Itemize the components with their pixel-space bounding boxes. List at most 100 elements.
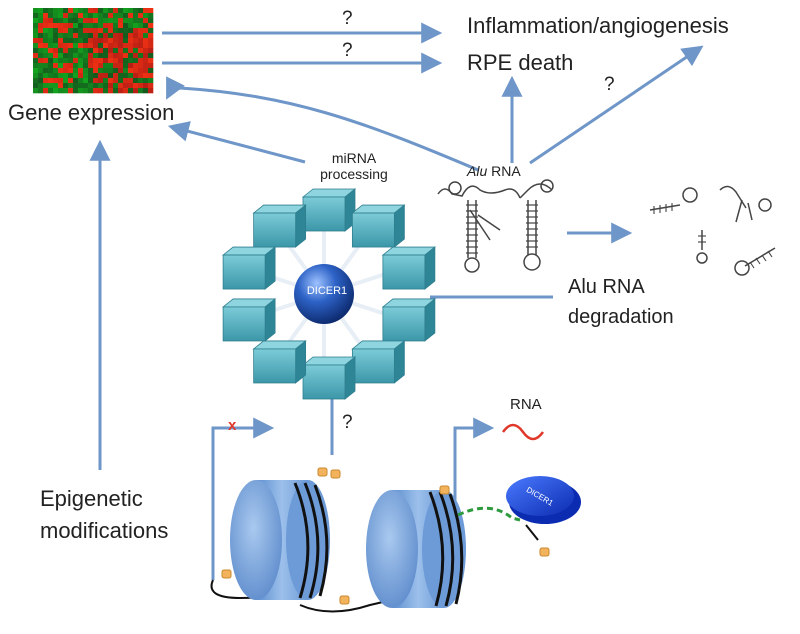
heatmap-cell — [58, 13, 64, 19]
heatmap-cell — [58, 8, 64, 14]
heatmap-cell — [98, 53, 104, 59]
heatmap-cell — [98, 73, 104, 79]
alu-fragments — [649, 185, 776, 276]
heatmap-cell — [143, 63, 149, 69]
heatmap-cell — [103, 63, 109, 69]
heatmap-cell — [148, 33, 154, 39]
heatmap-cell — [148, 13, 154, 19]
heatmap-cell — [58, 63, 64, 69]
heatmap-cell — [123, 58, 129, 64]
heatmap-cell — [138, 28, 144, 34]
heatmap-cell — [78, 18, 84, 24]
heatmap-cell — [83, 28, 89, 34]
heatmap-cell — [148, 63, 154, 69]
heatmap-cell — [68, 73, 74, 79]
heatmap-cell — [88, 13, 94, 19]
heatmap-cell — [113, 8, 119, 14]
alu-rna-rungs — [466, 204, 538, 254]
heatmap-cell — [108, 68, 114, 74]
heatmap-cell — [43, 53, 49, 59]
heatmap-cell — [108, 53, 114, 59]
heatmap-cell — [63, 43, 69, 49]
heatmap-cell — [118, 13, 124, 19]
mirna-line2: processing — [320, 166, 388, 182]
heatmap-cell — [123, 43, 129, 49]
heatmap-cell — [143, 38, 149, 44]
heatmap-cell — [73, 78, 79, 84]
heatmap-cell — [38, 38, 44, 44]
heatmap-cell — [73, 83, 79, 89]
heatmap-cell — [88, 28, 94, 34]
heatmap-cell — [48, 13, 54, 19]
heatmap-cell — [133, 43, 139, 49]
heatmap-cell — [53, 38, 59, 44]
heatmap-cell — [58, 73, 64, 79]
heatmap-cell — [143, 33, 149, 39]
heatmap-cell — [38, 88, 44, 94]
heatmap-cell — [113, 53, 119, 59]
heatmap-cell — [148, 28, 154, 34]
heatmap-cell — [148, 78, 154, 84]
heatmap-cell — [38, 13, 44, 19]
question-mark-2: ? — [342, 40, 353, 61]
heatmap-cell — [98, 38, 104, 44]
heatmap-cell — [143, 58, 149, 64]
alu-italic: Alu — [467, 163, 488, 179]
heatmap-cell — [53, 83, 59, 89]
heatmap-cell — [118, 8, 124, 14]
heatmap-cell — [73, 38, 79, 44]
heatmap-cell — [73, 53, 79, 59]
heatmap-cell — [53, 88, 59, 94]
heatmap-cell — [148, 73, 154, 79]
heatmap-cell — [58, 33, 64, 39]
heatmap-cell — [93, 88, 99, 94]
heatmap-cell — [43, 83, 49, 89]
heatmap-cell — [53, 68, 59, 74]
rpe-death-label: RPE death — [467, 50, 574, 75]
heatmap-cell — [108, 18, 114, 24]
heatmap-cell — [128, 43, 134, 49]
heatmap-cell — [33, 73, 39, 79]
heatmap-cell — [88, 8, 94, 14]
heatmap-cell — [78, 48, 84, 54]
heatmap-cell — [138, 48, 144, 54]
heatmap-cell — [33, 78, 39, 84]
heatmap-cell — [63, 73, 69, 79]
heatmap-cell — [93, 33, 99, 39]
heatmap-cell — [103, 33, 109, 39]
heatmap-cell — [68, 8, 74, 14]
heatmap-cell — [58, 88, 64, 94]
heatmap-cell — [133, 23, 139, 29]
heatmap-cell — [38, 8, 44, 14]
heatmap-cell — [138, 83, 144, 89]
heatmap-cell — [73, 33, 79, 39]
heatmap-cell — [98, 28, 104, 34]
heatmap-cell — [38, 28, 44, 34]
heatmap-cell — [78, 88, 84, 94]
heatmap-cell — [78, 53, 84, 59]
heatmap-cell — [113, 73, 119, 79]
heatmap-cell — [98, 23, 104, 29]
heatmap-cell — [68, 53, 74, 59]
heatmap-cell — [123, 23, 129, 29]
rna-label: RNA — [510, 396, 542, 413]
heatmap-cell — [78, 68, 84, 74]
heatmap-cell — [148, 38, 154, 44]
heatmap-cell — [73, 63, 79, 69]
heatmap-cell — [33, 13, 39, 19]
heatmap-cell — [83, 88, 89, 94]
heatmap-cell — [58, 38, 64, 44]
heatmap-cell — [38, 18, 44, 24]
heatmap-cell — [103, 68, 109, 74]
heatmap-cell — [143, 53, 149, 59]
heatmap-cell — [123, 8, 129, 14]
heatmap-cell — [53, 73, 59, 79]
heatmap-cell — [68, 38, 74, 44]
heatmap-cell — [48, 48, 54, 54]
heatmap-cell — [33, 18, 39, 24]
heatmap-cell — [93, 43, 99, 49]
arrow-mirna-to-gene-expression — [167, 121, 306, 164]
heatmap-cell — [93, 53, 99, 59]
heatmap-cell — [73, 23, 79, 29]
heatmap-cell — [68, 18, 74, 24]
